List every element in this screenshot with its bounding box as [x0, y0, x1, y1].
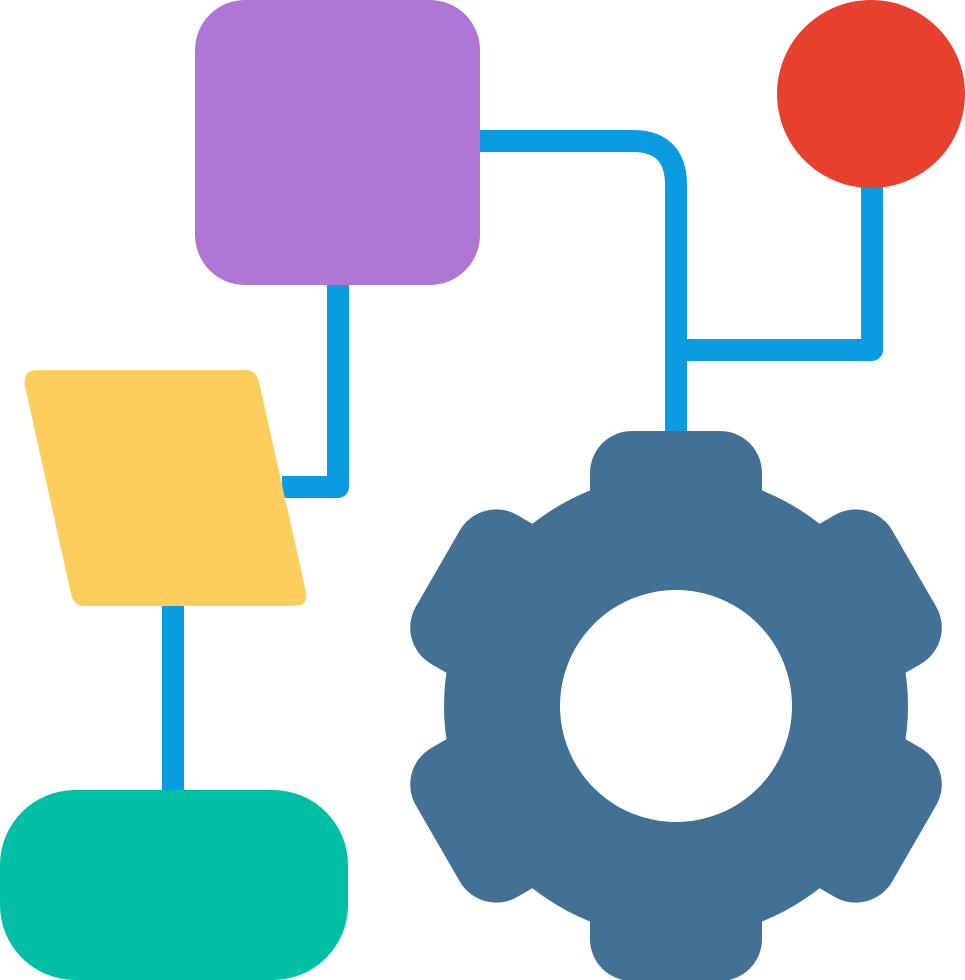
input-parallelogram — [24, 370, 307, 606]
connector-square-to-gear — [470, 130, 687, 440]
process-square — [195, 0, 480, 285]
terminal-circle — [777, 0, 965, 188]
connector-lines — [162, 130, 883, 795]
terminator-pill — [0, 790, 348, 980]
connector-square-to-parallelogram — [282, 280, 349, 498]
gear-center-hole — [560, 590, 792, 822]
connector-circle-to-gear — [676, 185, 883, 361]
